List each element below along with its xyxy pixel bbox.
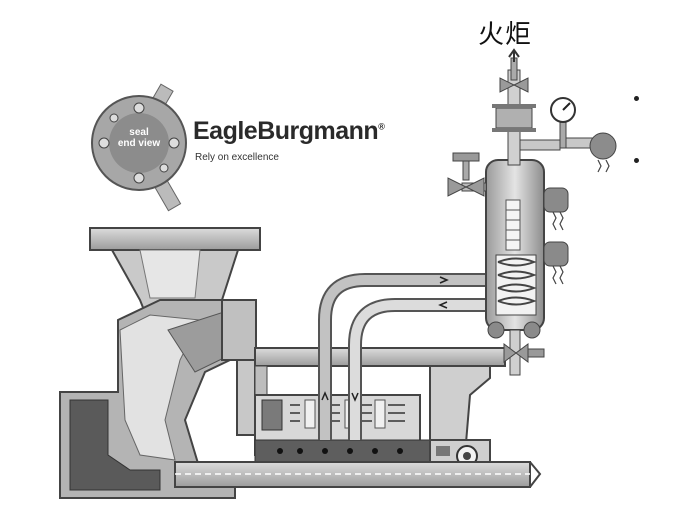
seal-end-view-line1: seal [129, 127, 149, 138]
brand-registered-mark: ® [378, 121, 385, 132]
seal-end-view-icon [91, 83, 187, 212]
flare-label: 火炬 [478, 20, 533, 50]
valve-icon [447, 152, 487, 197]
bullet-dot [634, 96, 639, 101]
seal-reservoir [485, 159, 569, 339]
pump-casing [59, 227, 261, 499]
seal-end-view-line2: end view [117, 138, 161, 149]
brand-name-text: EagleBurgmann [193, 117, 379, 145]
pressure-gauge-icon [550, 97, 617, 173]
bullet-dot [634, 158, 639, 163]
seal-chamber [254, 394, 431, 463]
drain-valve [503, 329, 545, 376]
brand-name: EagleBurgmann® [193, 117, 385, 146]
brand-tagline: Rely on excellence [195, 152, 279, 163]
pump-shaft [174, 461, 542, 488]
flare-line [492, 48, 561, 166]
seal-supply-piping [318, 273, 490, 440]
seal-end-view-label: seal end view [106, 127, 172, 149]
bearing-frame [254, 347, 506, 456]
